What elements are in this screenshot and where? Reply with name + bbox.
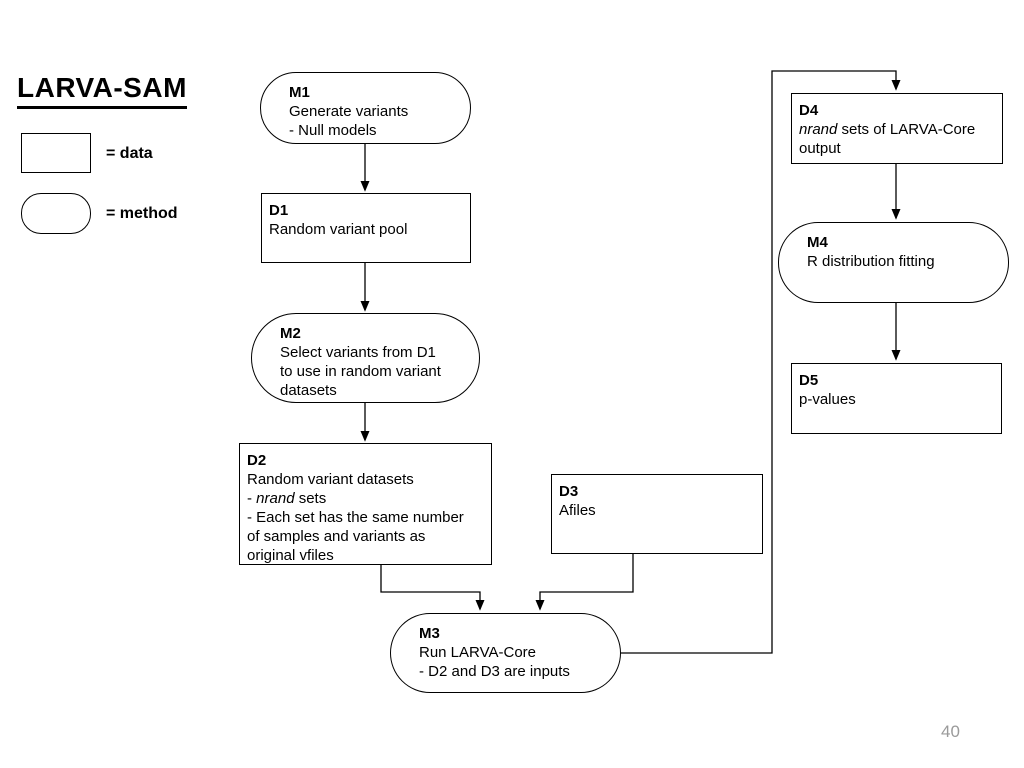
node-m2-line: datasets [280,382,337,399]
node-m3: M3 Run LARVA-Core - D2 and D3 are inputs [390,613,621,693]
node-m3-id: M3 [419,625,440,642]
node-m3-line: Run LARVA-Core [419,644,536,661]
node-d1: D1 Random variant pool [261,193,471,263]
node-m1-id: M1 [289,84,310,101]
node-d2-line: original vfiles [247,547,334,564]
node-d2-line: Random variant datasets [247,471,414,488]
node-d3-line: Afiles [559,502,596,519]
node-m4-line: R distribution fitting [807,253,935,270]
legend-data-label: = data [106,145,153,162]
legend-data-shape [21,133,91,173]
node-d4-line: output [799,140,841,157]
node-d3-id: D3 [559,483,579,500]
node-d2-line: of samples and variants as [247,528,426,545]
node-d3: D3 Afiles [551,474,763,554]
edge-d3-to-m3 [535,554,634,611]
node-m1-line: - Null models [289,122,377,139]
node-d4-line: nrand sets of LARVA-Core [799,121,976,138]
node-d5-id: D5 [799,372,819,389]
node-d5-line: p-values [799,391,856,408]
node-m2-line: Select variants from D1 [280,344,436,361]
node-d2-id: D2 [247,452,267,469]
legend-method-shape [21,193,91,234]
node-d4-id: D4 [799,102,819,119]
node-m4-id: M4 [807,234,828,251]
node-d2: D2 Random variant datasets - nrand sets … [239,443,492,565]
node-m2-id: M2 [280,325,301,342]
node-d5: D5 p-values [791,363,1002,434]
node-m4: M4 R distribution fitting [778,222,1009,303]
node-m3-line: - D2 and D3 are inputs [419,663,570,680]
node-d1-id: D1 [269,202,289,219]
edge-m3-to-d4 [621,70,901,654]
node-d2-line: - Each set has the same number [247,509,464,526]
node-d4: D4 nrand sets of LARVA-Core output [791,93,1003,164]
edge-d2-to-m3 [380,564,485,611]
node-d1-line: Random variant pool [269,221,408,238]
page-number: 40 [941,722,960,741]
node-m1-line: Generate variants [289,103,409,120]
node-m2-line: to use in random variant [280,363,441,380]
page-title: LARVA-SAM [17,72,187,109]
node-m2: M2 Select variants from D1 to use in ran… [251,313,480,403]
node-m1: M1 Generate variants - Null models [260,72,471,144]
legend-method-label: = method [106,205,178,222]
node-d2-line: - nrand sets [247,490,327,507]
